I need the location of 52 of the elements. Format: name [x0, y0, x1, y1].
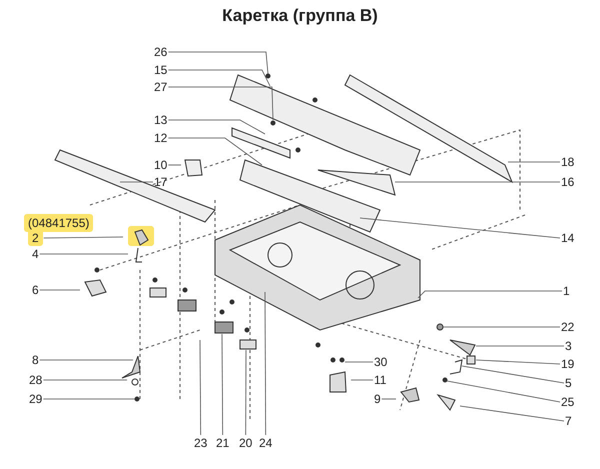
callout-number: 5: [565, 376, 572, 390]
leader-line: [462, 366, 564, 384]
callout-number: 22: [561, 320, 574, 334]
leader-line: [168, 70, 270, 86]
leader-line: [42, 398, 136, 400]
callout-number: 23: [194, 436, 208, 450]
callout-number: 26: [154, 45, 168, 59]
leader-line: [168, 52, 268, 74]
callout-number: 8: [32, 353, 39, 367]
leader-line: [245, 350, 246, 436]
leader-line: [446, 380, 560, 402]
leader-line: [168, 120, 266, 134]
callout-number: 14: [561, 231, 574, 245]
callout-number: 11: [374, 373, 386, 387]
callout-number: 2: [28, 230, 43, 246]
callout-number: 19: [561, 357, 574, 371]
callout-number: 1: [563, 284, 570, 298]
leader-line: [264, 292, 266, 436]
callout-number: 7: [565, 414, 572, 428]
callout-number: 12: [154, 131, 168, 145]
callout-number: 17: [154, 175, 168, 189]
callout-number: 9: [374, 392, 381, 406]
callout-number: 10: [154, 158, 168, 172]
leader-line: [460, 406, 564, 422]
callout-number: 30: [374, 355, 388, 369]
leader-line: [418, 290, 562, 298]
callout-number: 3: [565, 339, 572, 353]
callout-number: 15: [154, 63, 168, 77]
callout-number: 6: [32, 283, 39, 297]
callout-number: 25: [561, 395, 574, 409]
leader-line: [476, 360, 560, 364]
leader-line: [168, 86, 274, 120]
callout-number: 21: [216, 436, 230, 450]
callout-number: 20: [239, 436, 252, 450]
callout-number: 18: [561, 155, 574, 169]
part-number-note: (04841755): [24, 214, 94, 232]
leader-line: [381, 398, 396, 400]
callout-number: 16: [561, 175, 574, 189]
callout-number: 4: [32, 247, 39, 261]
leader-line: [168, 164, 182, 166]
callout-number: 13: [154, 113, 168, 127]
leader-line: [222, 334, 224, 436]
leader-line: [43, 236, 124, 238]
diagram-title: Каретка (группа B): [221, 6, 379, 26]
leader-line: [360, 218, 560, 238]
leader-line: [168, 138, 262, 166]
callout-number: 27: [154, 80, 168, 94]
leader-line: [200, 340, 202, 436]
callout-number: 29: [29, 392, 42, 406]
callout-number: 24: [259, 436, 272, 450]
leader-line: [442, 326, 560, 328]
callout-number: 28: [29, 373, 42, 387]
